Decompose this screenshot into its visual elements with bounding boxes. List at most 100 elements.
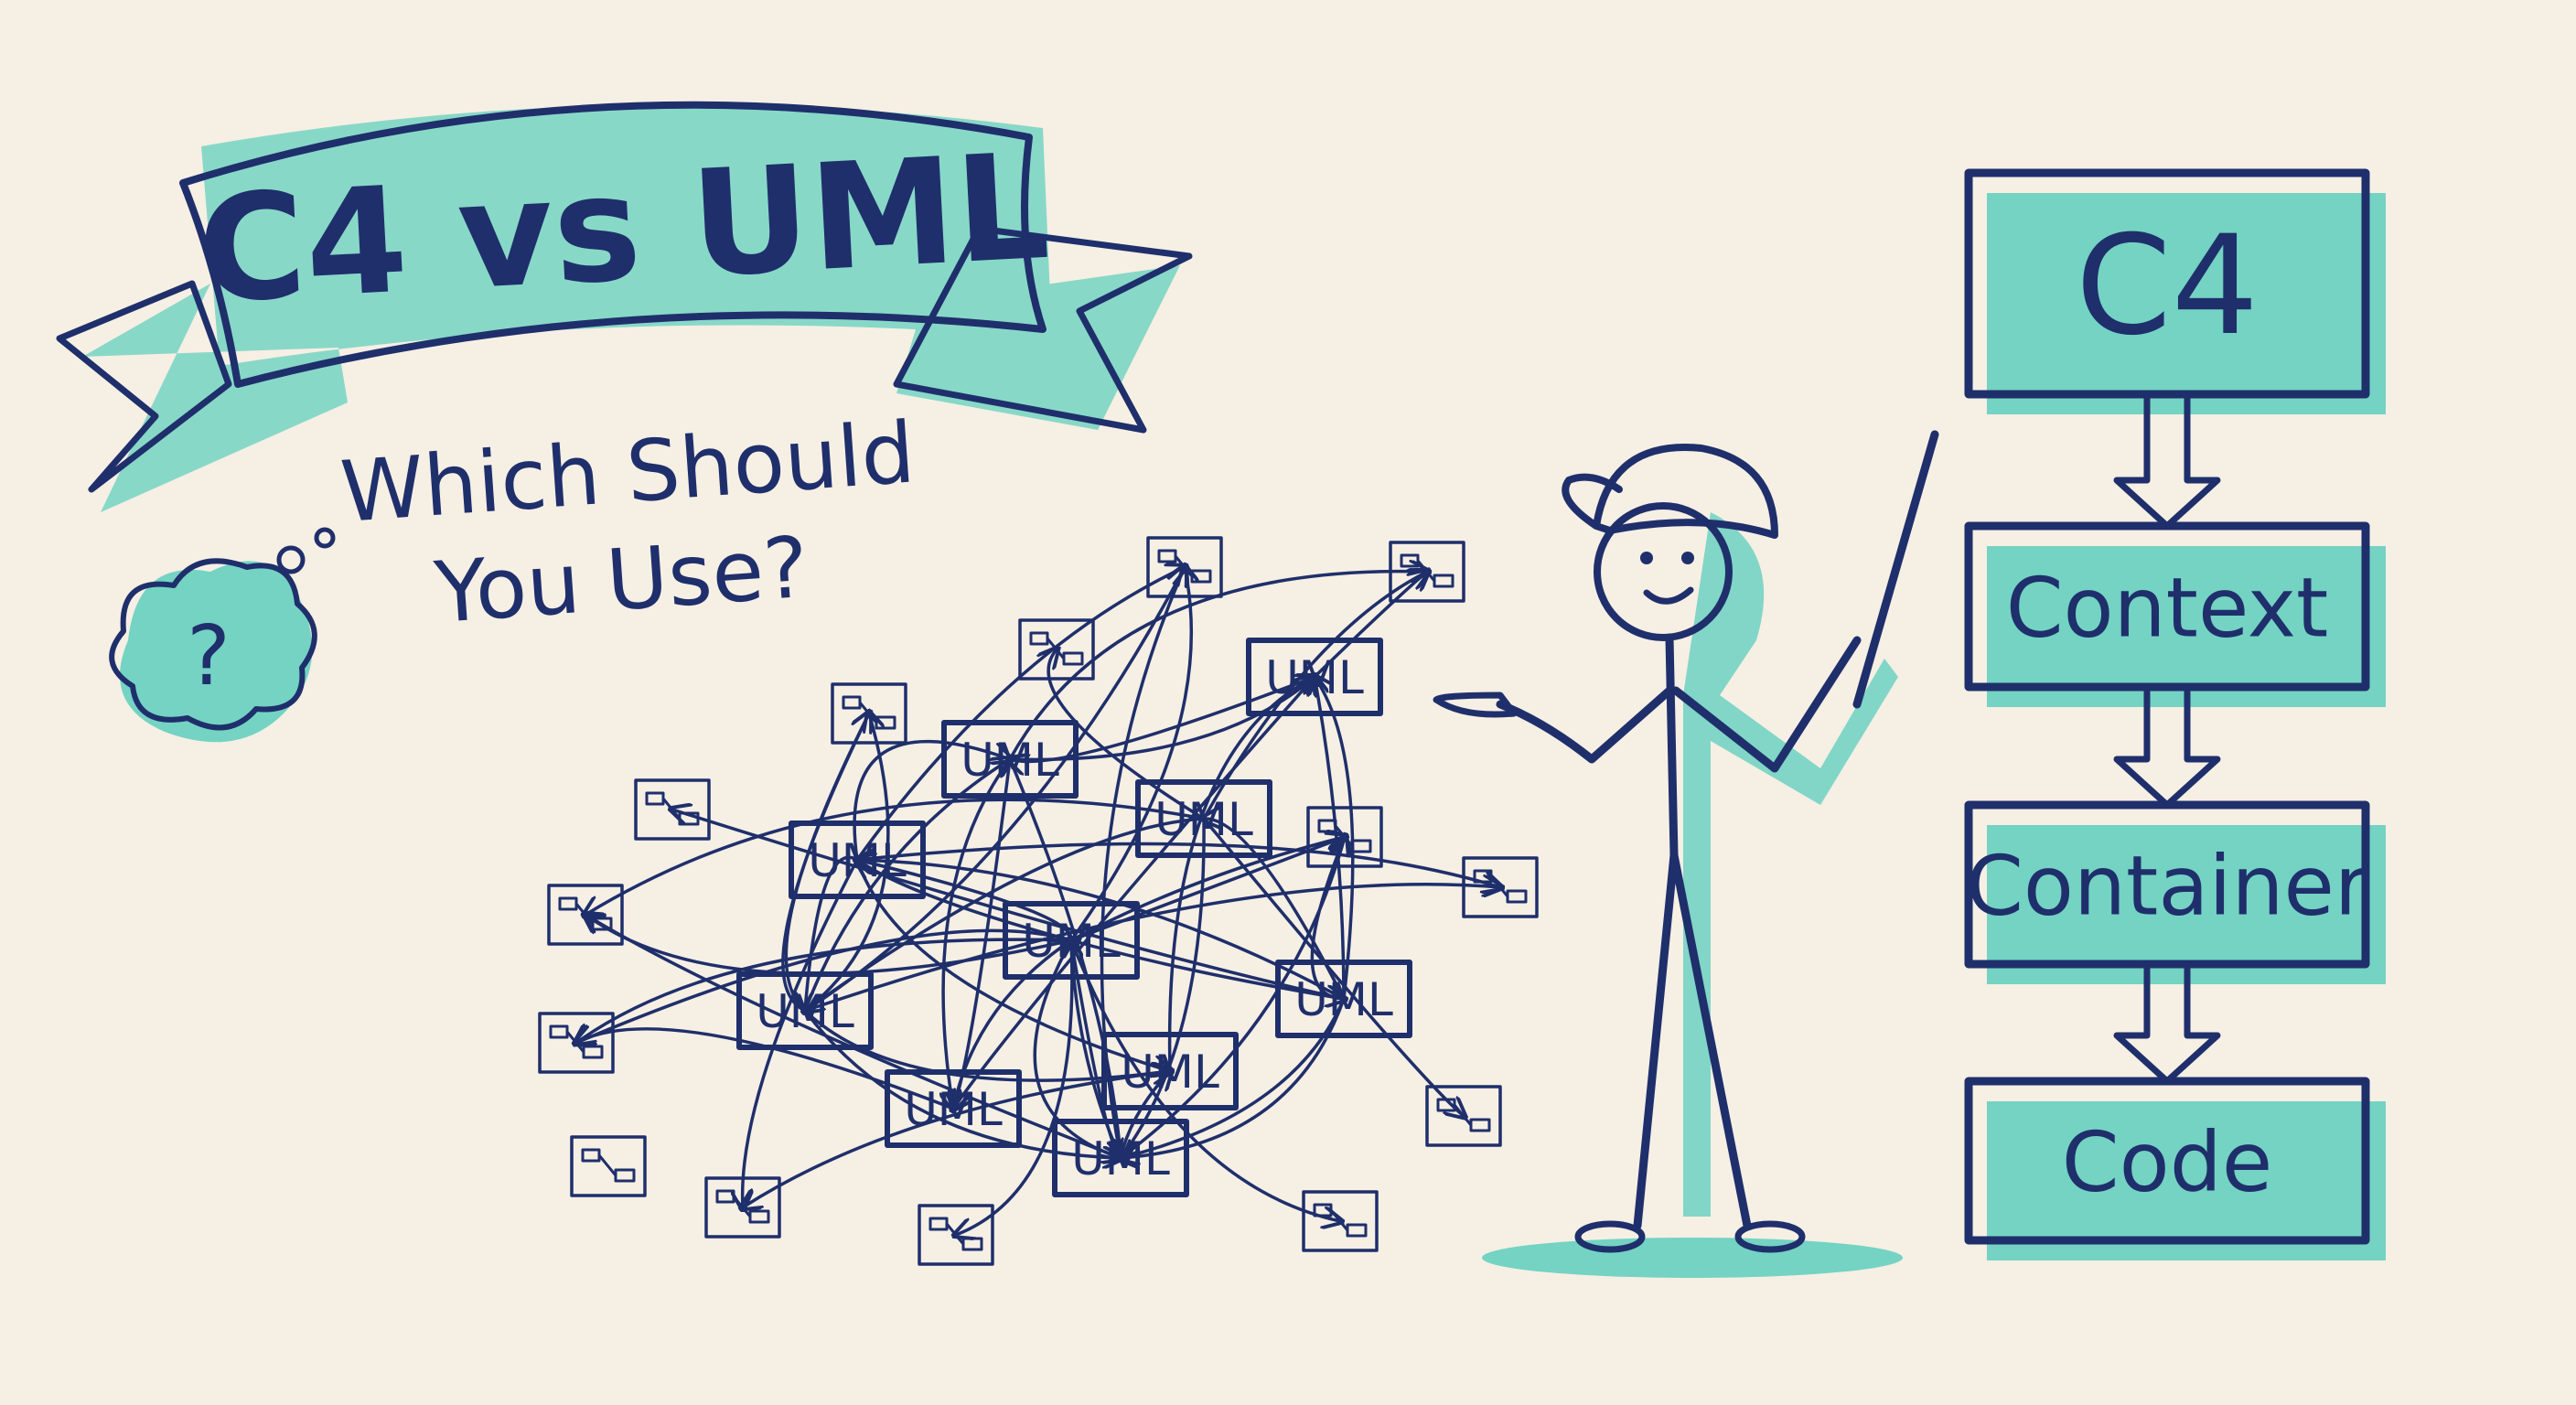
uml-box-frame xyxy=(736,971,874,1050)
mini-diagram-icon xyxy=(1306,806,1383,868)
tangle-arrow xyxy=(1069,938,1121,1158)
uml-box-frame xyxy=(885,1069,1022,1148)
banner-body xyxy=(179,101,1046,388)
uml-box: UML xyxy=(789,820,926,899)
mini-diagram-icon xyxy=(570,1135,647,1197)
uml-tangle: UML UML UML UML UML UML UML UML UML UML xyxy=(538,536,1539,1266)
tangle-arrow xyxy=(855,567,1185,862)
tangle-arrow xyxy=(1315,677,1355,1001)
mini-diagram-icon xyxy=(1302,1190,1379,1252)
pointer-stick xyxy=(1852,430,1939,709)
mini-diagram-icon xyxy=(634,778,711,841)
tangle-arrow xyxy=(803,885,1500,1013)
c4-box-label: Container xyxy=(1966,838,2368,934)
thought-cloud-shadow xyxy=(120,561,313,743)
c4-box-label: Code xyxy=(2062,1114,2272,1210)
uml-box-label: UML xyxy=(1294,973,1393,1026)
mini-diagram-icon xyxy=(538,1012,615,1074)
uml-box: UML xyxy=(941,720,1079,799)
c4-down-arrow-icon xyxy=(2113,960,2221,1085)
uml-box-label: UML xyxy=(756,985,854,1038)
figure-smile xyxy=(1643,586,1694,605)
tangle-arrow xyxy=(1121,997,1346,1158)
c4-box-shadow xyxy=(1987,825,2386,984)
uml-box: UML xyxy=(885,1069,1022,1148)
uml-box: UML xyxy=(1275,960,1412,1038)
uml-box-label: UML xyxy=(1071,1132,1170,1185)
uml-box-frame xyxy=(1003,901,1140,980)
mini-diagram-icon xyxy=(1146,536,1223,598)
thought-cloud-icon xyxy=(109,558,317,731)
mini-diagram-icon xyxy=(1018,618,1095,681)
uml-box: UML xyxy=(1052,1119,1189,1197)
tangle-arrow xyxy=(1069,938,1344,999)
c4-down-arrow-icon xyxy=(2113,391,2221,530)
mini-diagram-icon xyxy=(1425,1085,1502,1147)
tangle-arrow xyxy=(1167,677,1315,1073)
tangle-arrow xyxy=(855,858,1170,1071)
tangle-arrow xyxy=(803,567,1185,1013)
figure-head xyxy=(1594,502,1733,641)
uml-box-label: UML xyxy=(1154,793,1253,846)
c4-level-2: Container xyxy=(1964,800,2386,984)
figure-cap xyxy=(1562,444,1778,539)
c4-down-arrow-icon xyxy=(2113,683,2221,809)
tangle-arrow xyxy=(951,940,1071,1110)
mini-diagram-icon xyxy=(547,884,624,946)
question: Which Should You Use? ? xyxy=(109,403,918,743)
uml-box: UML xyxy=(736,971,874,1050)
uml-box-label: UML xyxy=(1022,915,1121,968)
question-line-1: Which Should xyxy=(338,403,918,542)
mini-diagram-icon xyxy=(1389,541,1465,603)
c4-box-shadow xyxy=(1987,1101,2386,1260)
ground-shadow xyxy=(1482,1238,1903,1278)
figure-foot-left xyxy=(1574,1220,1646,1253)
uml-box-label: UML xyxy=(808,834,907,887)
tangle-arrow xyxy=(1071,940,1122,1160)
figure-arm-right xyxy=(1671,636,1862,773)
uml-box: UML xyxy=(1003,901,1140,980)
uml-box-frame xyxy=(1052,1119,1189,1197)
banner-right-tail xyxy=(893,225,1193,434)
uml-box: UML xyxy=(1135,779,1272,858)
mini-diagram-icon xyxy=(831,682,907,745)
figure-leg-left xyxy=(1633,851,1679,1230)
figure-body xyxy=(1665,633,1679,860)
uml-box-frame xyxy=(941,720,1079,799)
mini-diagram-icon xyxy=(704,1176,781,1239)
tangle-arrow xyxy=(1204,819,1346,1001)
tangle-arrow xyxy=(1008,572,1427,761)
c4-level-0: C4 xyxy=(1964,168,2386,414)
title-banner: C4 vs UML xyxy=(56,101,1193,513)
figure-foot-right xyxy=(1734,1220,1806,1253)
question-line-2: You Use? xyxy=(431,519,811,642)
tangle-arrow xyxy=(1202,572,1427,820)
c4-box xyxy=(1964,1077,2370,1245)
c4-box-shadow xyxy=(1987,546,2386,707)
tangle-arrow xyxy=(953,757,1012,1109)
tangle-arrow xyxy=(1069,567,1191,942)
tangle-arrow xyxy=(943,757,1012,1109)
uml-box-frame xyxy=(789,820,926,899)
tangle-arrow xyxy=(1202,817,1464,1116)
uml-box-label: UML xyxy=(1121,1046,1219,1099)
c4-box-label: C4 xyxy=(2076,207,2259,366)
figure-shadow xyxy=(1683,512,1898,1217)
stick-figure xyxy=(1433,430,1939,1278)
thought-dot-small xyxy=(314,527,336,549)
tangle-arrow xyxy=(743,858,859,1207)
tangle-arrow xyxy=(585,915,1073,975)
mini-diagram-icon xyxy=(918,1204,994,1266)
uml-box: UML xyxy=(1101,1032,1239,1110)
uml-box-frame xyxy=(1135,779,1272,858)
c4-box-shadow xyxy=(1987,193,2386,414)
uml-box-label: UML xyxy=(1265,651,1364,704)
uml-box-frame xyxy=(1101,1032,1239,1110)
tangle-arrow xyxy=(803,713,890,1013)
banner-shadow xyxy=(82,104,1180,513)
c4-level-1: Context xyxy=(1964,521,2386,707)
tangle-arrow xyxy=(857,860,1073,942)
figure-arm-left xyxy=(1496,686,1674,764)
